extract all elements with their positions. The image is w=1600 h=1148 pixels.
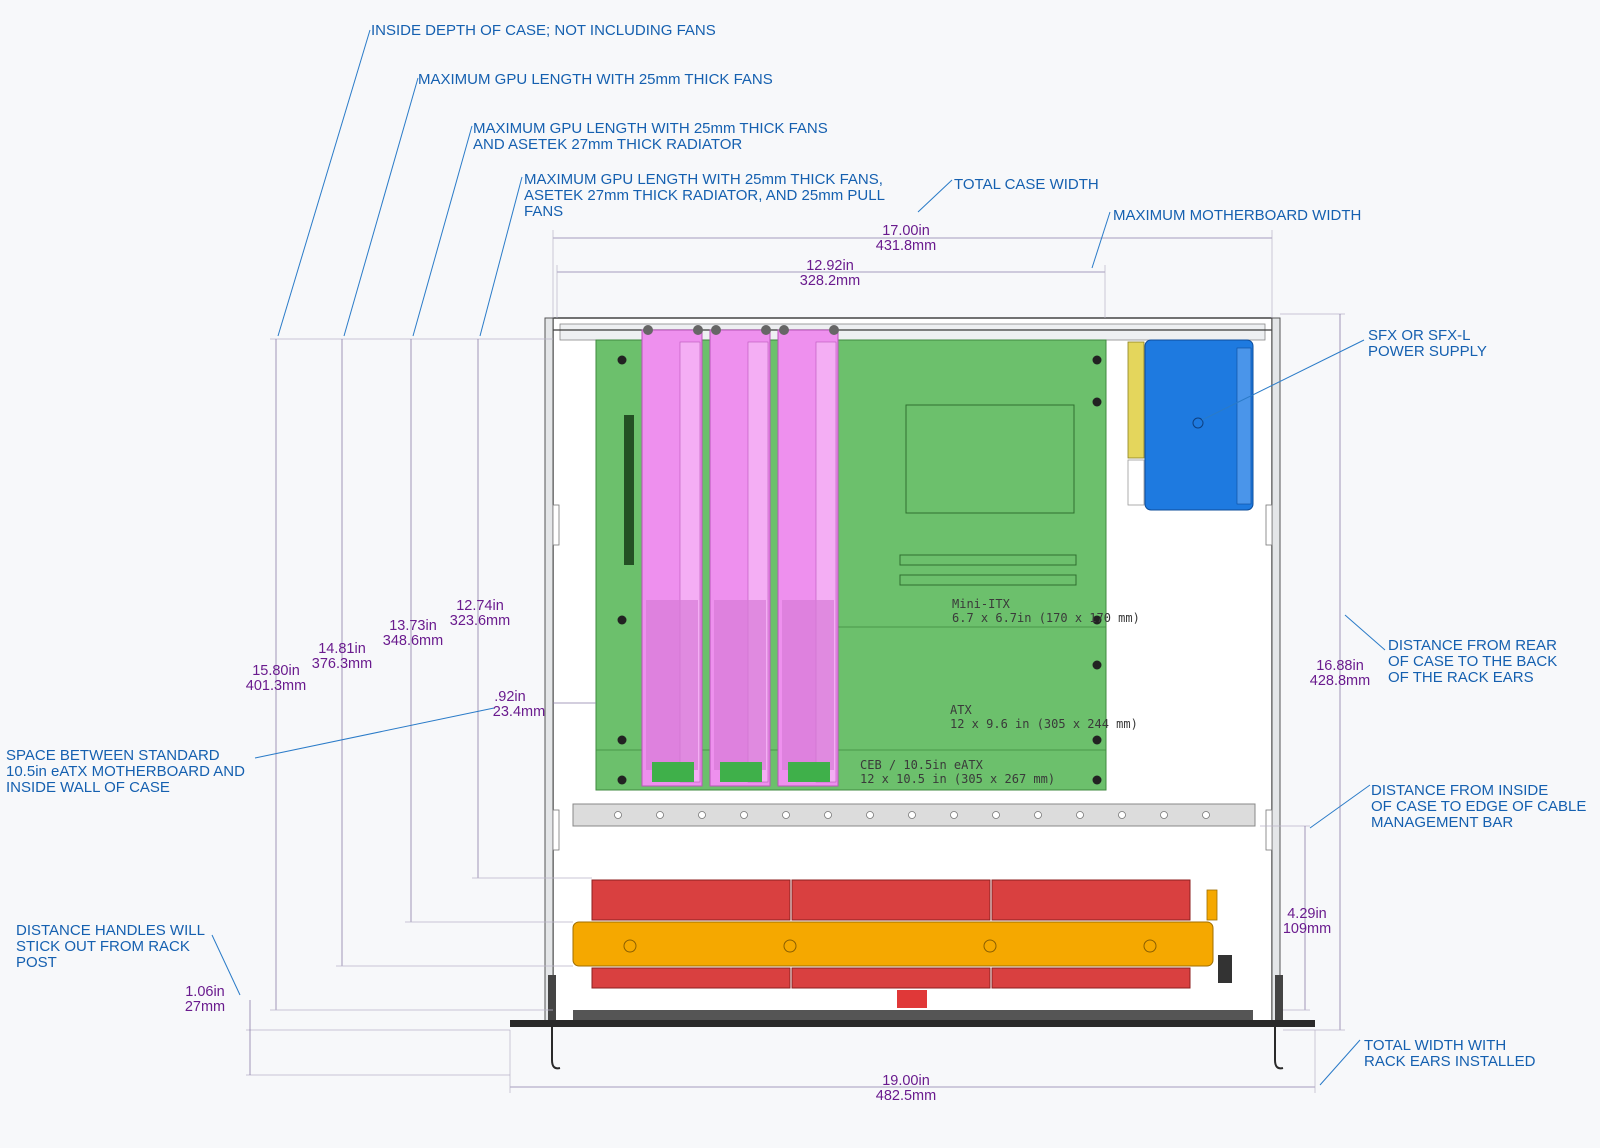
- svg-text:15.80in: 15.80in: [252, 663, 300, 679]
- power-button: [897, 990, 927, 1008]
- svg-text:INSIDE DEPTH OF CASE; NOT INCL: INSIDE DEPTH OF CASE; NOT INCLUDING FANS: [371, 22, 716, 39]
- callout-handles: DISTANCE HANDLES WILL STICK OUT FROM RAC…: [16, 922, 205, 971]
- svg-text:CEB / 10.5in eATX: CEB / 10.5in eATX: [860, 758, 984, 772]
- svg-text:348.6mm: 348.6mm: [383, 633, 443, 649]
- svg-text:STICK OUT FROM RACK: STICK OUT FROM RACK: [16, 938, 190, 955]
- dim-handles: 1.06in 27mm: [185, 984, 225, 1015]
- gpu-card-3: [777, 325, 839, 787]
- svg-text:.92in: .92in: [494, 689, 525, 705]
- atx-label: ATX 12 x 9.6 in (305 x 244 mm): [950, 703, 1138, 731]
- callout-psu: SFX OR SFX-L POWER SUPPLY: [1368, 327, 1487, 360]
- svg-text:431.8mm: 431.8mm: [876, 238, 936, 254]
- svg-text:DISTANCE HANDLES WILL: DISTANCE HANDLES WILL: [16, 922, 205, 939]
- sfx-power-supply: [1127, 339, 1254, 511]
- svg-text:109mm: 109mm: [1283, 921, 1331, 937]
- dim-rear-to-ears: 16.88in 428.8mm: [1310, 658, 1370, 689]
- svg-text:OF THE RACK EARS: OF THE RACK EARS: [1388, 669, 1534, 686]
- svg-text:FANS: FANS: [524, 203, 563, 220]
- svg-text:428.8mm: 428.8mm: [1310, 673, 1370, 689]
- callout-gpu-fans-radiator: MAXIMUM GPU LENGTH WITH 25mm THICK FANS …: [473, 120, 828, 153]
- leader-lines: [211, 29, 1386, 1086]
- gpu-cards: [641, 325, 839, 787]
- svg-text:MANAGEMENT BAR: MANAGEMENT BAR: [1371, 814, 1513, 831]
- mini-itx-label: Mini-ITX 6.7 x 6.7in (170 x 170 mm): [952, 597, 1140, 625]
- dim-eatx-gap: .92in 23.4mm: [493, 689, 545, 720]
- svg-text:RACK EARS INSTALLED: RACK EARS INSTALLED: [1364, 1053, 1536, 1070]
- svg-text:23.4mm: 23.4mm: [493, 704, 545, 720]
- callout-total-case-width: TOTAL CASE WIDTH: [954, 176, 1099, 193]
- svg-text:1.06in: 1.06in: [185, 984, 225, 1000]
- dim-inside-depth: 15.80in 401.3mm: [246, 663, 306, 694]
- cable-bar-holes: [614, 811, 1210, 819]
- callout-gpu-25mm-fans: MAXIMUM GPU LENGTH WITH 25mm THICK FANS: [418, 71, 773, 88]
- dim-gpu-radiator-pull: 12.74in 323.6mm: [450, 598, 510, 629]
- svg-text:12.74in: 12.74in: [456, 598, 504, 614]
- ceb-eatx-label: CEB / 10.5in eATX 12 x 10.5 in (305 x 26…: [860, 758, 1055, 786]
- svg-text:INSIDE WALL OF CASE: INSIDE WALL OF CASE: [6, 779, 170, 796]
- svg-text:19.00in: 19.00in: [882, 1073, 930, 1089]
- svg-text:DISTANCE FROM INSIDE: DISTANCE FROM INSIDE: [1371, 782, 1548, 799]
- svg-text:SPACE BETWEEN STANDARD: SPACE BETWEEN STANDARD: [6, 747, 220, 764]
- svg-text:12.92in: 12.92in: [806, 258, 854, 274]
- svg-text:401.3mm: 401.3mm: [246, 678, 306, 694]
- radiator: [572, 889, 1232, 983]
- dim-mobo-width: 12.92in 328.2mm: [800, 258, 860, 289]
- fans: [591, 879, 1191, 989]
- svg-text:OF CASE TO THE BACK: OF CASE TO THE BACK: [1388, 653, 1557, 670]
- gpu-card-2: [709, 325, 771, 787]
- dimension-lines: [246, 230, 1345, 1093]
- svg-text:12 x 10.5 in (305 x 267 mm): 12 x 10.5 in (305 x 267 mm): [860, 772, 1055, 786]
- svg-text:17.00in: 17.00in: [882, 223, 930, 239]
- cable-management-bar: [572, 803, 1256, 827]
- svg-text:16.88in: 16.88in: [1316, 658, 1364, 674]
- svg-text:10.5in eATX MOTHERBOARD AND: 10.5in eATX MOTHERBOARD AND: [6, 763, 245, 780]
- svg-text:POWER SUPPLY: POWER SUPPLY: [1368, 343, 1487, 360]
- dim-total-width: 19.00in 482.5mm: [876, 1073, 936, 1104]
- svg-text:MAXIMUM GPU LENGTH WITH 25mm T: MAXIMUM GPU LENGTH WITH 25mm THICK FANS: [418, 71, 773, 88]
- svg-text:ATX: ATX: [950, 703, 972, 717]
- callout-inside-depth: INSIDE DEPTH OF CASE; NOT INCLUDING FANS: [371, 22, 716, 39]
- dim-case-width: 17.00in 431.8mm: [876, 223, 936, 254]
- callout-cable-bar: DISTANCE FROM INSIDE OF CASE TO EDGE OF …: [1371, 782, 1586, 831]
- svg-text:MAXIMUM MOTHERBOARD WIDTH: MAXIMUM MOTHERBOARD WIDTH: [1113, 207, 1361, 224]
- gpu-card-1: [641, 325, 703, 787]
- callout-rear-to-rack-ears: DISTANCE FROM REAR OF CASE TO THE BACK O…: [1388, 637, 1557, 686]
- svg-text:TOTAL CASE WIDTH: TOTAL CASE WIDTH: [954, 176, 1099, 193]
- svg-text:OF CASE TO EDGE OF CABLE: OF CASE TO EDGE OF CABLE: [1371, 798, 1586, 815]
- dim-gpu-fans: 14.81in 376.3mm: [312, 641, 372, 672]
- svg-text:Mini-ITX: Mini-ITX: [952, 597, 1011, 611]
- svg-text:DISTANCE FROM REAR: DISTANCE FROM REAR: [1388, 637, 1557, 654]
- svg-text:MAXIMUM GPU LENGTH WITH 25mm T: MAXIMUM GPU LENGTH WITH 25mm THICK FANS,: [524, 171, 883, 188]
- svg-text:MAXIMUM GPU LENGTH WITH 25mm T: MAXIMUM GPU LENGTH WITH 25mm THICK FANS: [473, 120, 828, 137]
- svg-text:6.7 x 6.7in (170 x 170 mm): 6.7 x 6.7in (170 x 170 mm): [952, 611, 1140, 625]
- dim-cable-bar: 4.29in 109mm: [1283, 906, 1331, 937]
- callout-max-motherboard-width: MAXIMUM MOTHERBOARD WIDTH: [1113, 207, 1361, 224]
- callout-eatx-space: SPACE BETWEEN STANDARD 10.5in eATX MOTHE…: [6, 747, 245, 796]
- callout-gpu-fans-radiator-pull: MAXIMUM GPU LENGTH WITH 25mm THICK FANS,…: [524, 171, 885, 220]
- front-panel-rack-ears: [510, 975, 1315, 1070]
- svg-text:323.6mm: 323.6mm: [450, 613, 510, 629]
- svg-text:TOTAL WIDTH WITH: TOTAL WIDTH WITH: [1364, 1037, 1506, 1054]
- svg-text:376.3mm: 376.3mm: [312, 656, 372, 672]
- svg-text:12 x 9.6 in (305 x 244 mm): 12 x 9.6 in (305 x 244 mm): [950, 717, 1138, 731]
- svg-text:AND ASETEK 27mm THICK RADIATOR: AND ASETEK 27mm THICK RADIATOR: [473, 136, 742, 153]
- svg-text:27mm: 27mm: [185, 999, 225, 1015]
- svg-text:SFX OR SFX-L: SFX OR SFX-L: [1368, 327, 1471, 344]
- motherboard-screws: [617, 355, 1102, 785]
- svg-text:13.73in: 13.73in: [389, 618, 437, 634]
- callout-total-width-ears: TOTAL WIDTH WITH RACK EARS INSTALLED: [1364, 1037, 1536, 1070]
- svg-text:482.5mm: 482.5mm: [876, 1088, 936, 1104]
- svg-text:328.2mm: 328.2mm: [800, 273, 860, 289]
- svg-text:14.81in: 14.81in: [318, 641, 366, 657]
- svg-text:POST: POST: [16, 954, 57, 971]
- svg-text:4.29in: 4.29in: [1287, 906, 1327, 922]
- dim-gpu-radiator: 13.73in 348.6mm: [383, 618, 443, 649]
- svg-text:ASETEK 27mm THICK RADIATOR, AN: ASETEK 27mm THICK RADIATOR, AND 25mm PUL…: [524, 187, 885, 204]
